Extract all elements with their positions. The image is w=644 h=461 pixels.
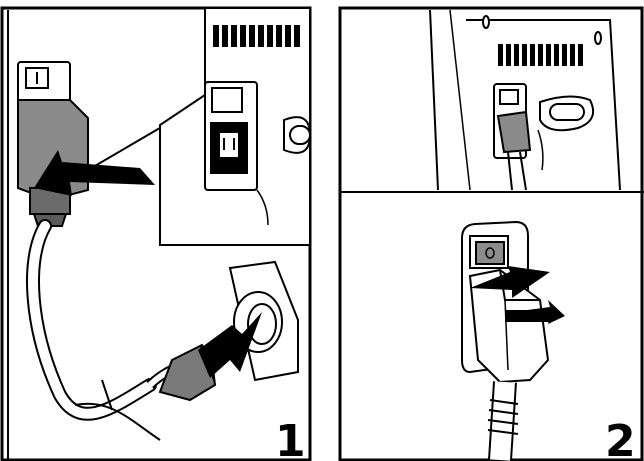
panel-2-number: 2 bbox=[605, 416, 636, 461]
screw-icon bbox=[482, 15, 490, 29]
panel-1-number: 1 bbox=[275, 416, 306, 461]
switch-closeup bbox=[461, 220, 550, 461]
inset-power-switch-icon bbox=[211, 87, 243, 113]
vent-slots bbox=[213, 25, 300, 47]
wall-plug-icon bbox=[146, 343, 217, 402]
arrow-icon bbox=[34, 150, 155, 196]
panel-2 bbox=[338, 6, 644, 461]
panel-1 bbox=[0, 6, 312, 461]
power-cord-icon bbox=[26, 219, 157, 421]
arrow-icon-upper bbox=[470, 266, 550, 298]
screw-icon-2 bbox=[594, 31, 602, 45]
device-back-view bbox=[429, 9, 621, 191]
zoom-inset bbox=[87, 7, 312, 246]
wall-arrow-icon bbox=[198, 312, 262, 378]
vent-slots-panel-2 bbox=[498, 44, 583, 66]
